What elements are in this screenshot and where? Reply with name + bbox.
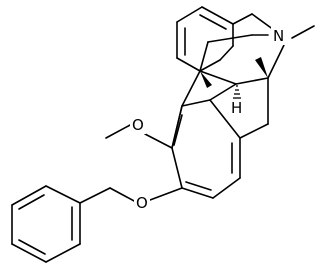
stereo-hydrogen-label: H [231, 99, 242, 117]
benzyloxy-oxygen-label: O [136, 194, 148, 212]
atom-labels: N O O H [130, 25, 289, 212]
wedge-bond [255, 57, 268, 78]
wedge-bond [200, 71, 212, 88]
hashed-bond [233, 85, 241, 99]
methoxy-oxygen-label: O [132, 116, 144, 134]
bond-lines [11, 6, 315, 263]
stereo-bonds [200, 57, 268, 99]
nitrogen-atom-label: N [273, 27, 284, 45]
